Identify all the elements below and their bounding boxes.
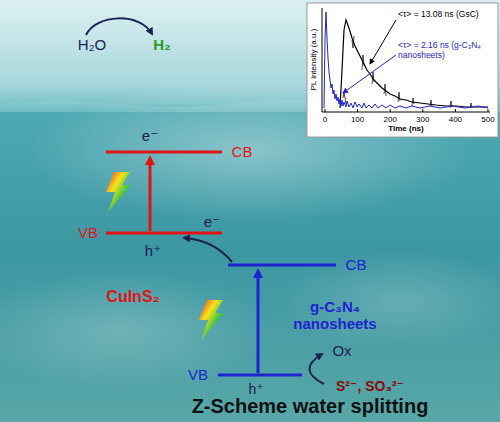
text-holder: CB: [232, 143, 253, 160]
tick-label: 200: [384, 115, 397, 124]
text-holder: CuInS₂: [106, 288, 159, 306]
text-holder: CB: [346, 256, 367, 273]
material-label: CuInS₂: [106, 288, 159, 306]
axis-title: Time (ns): [388, 124, 423, 133]
text-holder: Ox: [332, 342, 351, 359]
text-holder: 300: [416, 115, 429, 124]
text-holder: H₂: [153, 36, 171, 53]
text-holder: 0: [323, 115, 327, 124]
text-holder: VB: [188, 366, 208, 383]
scavenger-label: S²⁻, SO₃²⁻: [336, 378, 404, 394]
band-label: VB: [78, 224, 98, 241]
band-label: VB: [188, 366, 208, 383]
text-holder: h⁺: [145, 242, 161, 259]
text-holder: g-C₃N₄ nanosheets: [285, 298, 385, 333]
tick-label: 0: [323, 115, 327, 124]
product-label: H₂: [153, 36, 171, 53]
axis-title: PL intensity (a.u.): [309, 29, 318, 91]
text-holder: 200: [384, 115, 397, 124]
text-holder: <τ> = 2.16 ns (g-C₃N₄ nanosheets): [398, 41, 490, 61]
hole-label: h⁺: [145, 242, 161, 259]
text-holder: Z-Scheme water splitting: [192, 395, 429, 418]
material-label: g-C₃N₄ nanosheets: [285, 298, 385, 333]
lifetime-note: <τ> = 2.16 ns (g-C₃N₄ nanosheets): [398, 41, 490, 61]
text-holder: <τ> = 13.08 ns (GsC): [398, 10, 479, 20]
reactant-label: H₂O: [78, 36, 106, 53]
text-holder: 500: [481, 115, 494, 124]
text-holder: PL intensity (a.u.): [309, 29, 318, 91]
text-holder: e⁻: [142, 127, 158, 144]
text-holder: e⁻: [204, 213, 220, 230]
band-label: CB: [232, 143, 253, 160]
product-label: Ox: [332, 342, 351, 359]
electron-label: e⁻: [204, 213, 220, 230]
tick-label: 400: [449, 115, 462, 124]
text-holder: VB: [78, 224, 98, 241]
text-holder: 100: [351, 115, 364, 124]
lifetime-note: <τ> = 13.08 ns (GsC): [398, 10, 479, 20]
text-holder: S²⁻, SO₃²⁻: [336, 378, 404, 394]
band-label: CB: [346, 256, 367, 273]
tick-label: 100: [351, 115, 364, 124]
electron-label: e⁻: [142, 127, 158, 144]
diagram-title: Z-Scheme water splitting: [192, 395, 429, 418]
text-holder: Time (ns): [388, 124, 423, 133]
text-holder: 400: [449, 115, 462, 124]
tick-label: 300: [416, 115, 429, 124]
text-holder: H₂O: [78, 36, 106, 53]
tick-label: 500: [481, 115, 494, 124]
